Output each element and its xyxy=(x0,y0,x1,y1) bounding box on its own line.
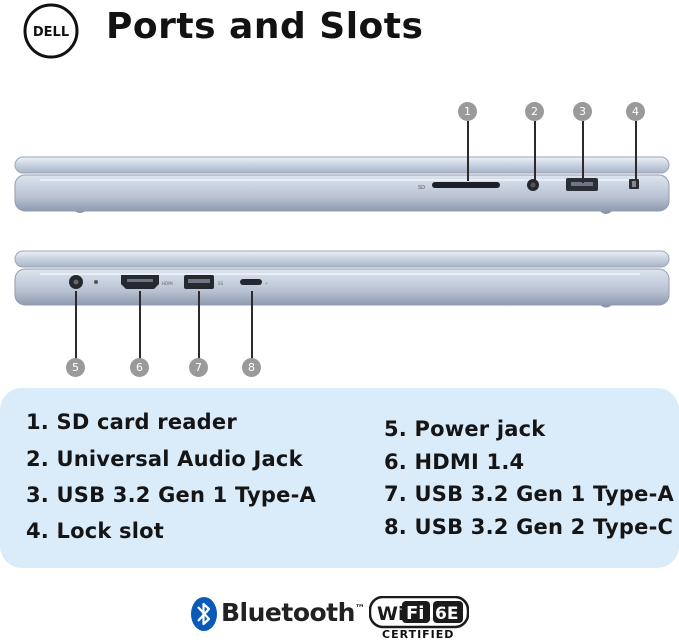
port-item-7: 7. USB 3.2 Gen 1 Type-A xyxy=(384,482,674,506)
port-item-3: 3. USB 3.2 Gen 1 Type-A xyxy=(26,483,316,507)
svg-text:SS: SS xyxy=(218,281,224,286)
callout-4: 4 xyxy=(626,102,645,121)
dell-logo-text: DELL xyxy=(33,25,69,40)
port-item-1: 1. SD card reader xyxy=(26,410,237,434)
port-item-5: 5. Power jack xyxy=(384,417,546,441)
svg-text:⚡: ⚡ xyxy=(265,281,268,286)
wifi-text-wi: Wi xyxy=(377,603,404,625)
callout-8: 8 xyxy=(242,358,261,377)
callout-5: 5 xyxy=(66,358,85,377)
callout-6: 6 xyxy=(130,358,149,377)
ports-list-panel xyxy=(0,388,679,568)
port-item-8: 8. USB 3.2 Gen 2 Type-C xyxy=(384,515,674,539)
callout-2: 2 xyxy=(525,102,544,121)
svg-text:HDMI: HDMI xyxy=(162,281,173,286)
leader-line-6 xyxy=(139,291,141,359)
wifi-certified-label: CERTIFIED xyxy=(382,628,455,641)
laptop-left-side: HDMI SS ⚡ xyxy=(14,250,670,308)
leader-line-1 xyxy=(467,121,469,181)
leader-line-2 xyxy=(534,121,536,183)
port-item-4: 4. Lock slot xyxy=(26,519,164,543)
leader-line-3 xyxy=(582,121,584,183)
wifi-text-6e: 6E xyxy=(435,604,458,624)
laptop-right-side: SD xyxy=(14,156,670,214)
bluetooth-trademark: ™ xyxy=(354,603,365,615)
svg-text:SD: SD xyxy=(418,185,425,191)
dell-logo-icon: DELL xyxy=(23,3,79,59)
port-item-6: 6. HDMI 1.4 xyxy=(384,450,525,474)
callout-3: 3 xyxy=(573,102,592,121)
leader-line-8 xyxy=(251,291,253,359)
wifi-text-fi: Fi xyxy=(406,603,424,624)
page-title: Ports and Slots xyxy=(106,6,424,47)
bluetooth-text: Bluetooth xyxy=(221,598,355,627)
usb-c-port xyxy=(240,279,262,285)
sd-card-slot xyxy=(432,182,500,188)
port-item-2: 2. Universal Audio Jack xyxy=(26,447,303,471)
leader-line-5 xyxy=(75,291,77,359)
callout-7: 7 xyxy=(189,358,208,377)
leader-line-4 xyxy=(635,121,637,179)
bluetooth-label: Bluetooth™ xyxy=(221,598,365,627)
leader-line-7 xyxy=(198,291,200,359)
wifi-6e-icon: Wi Fi 6E xyxy=(369,596,469,629)
callout-1: 1 xyxy=(458,102,477,121)
bluetooth-icon xyxy=(191,597,217,631)
laptop-side-views: SD HDMI SS ⚡ xyxy=(14,156,670,308)
